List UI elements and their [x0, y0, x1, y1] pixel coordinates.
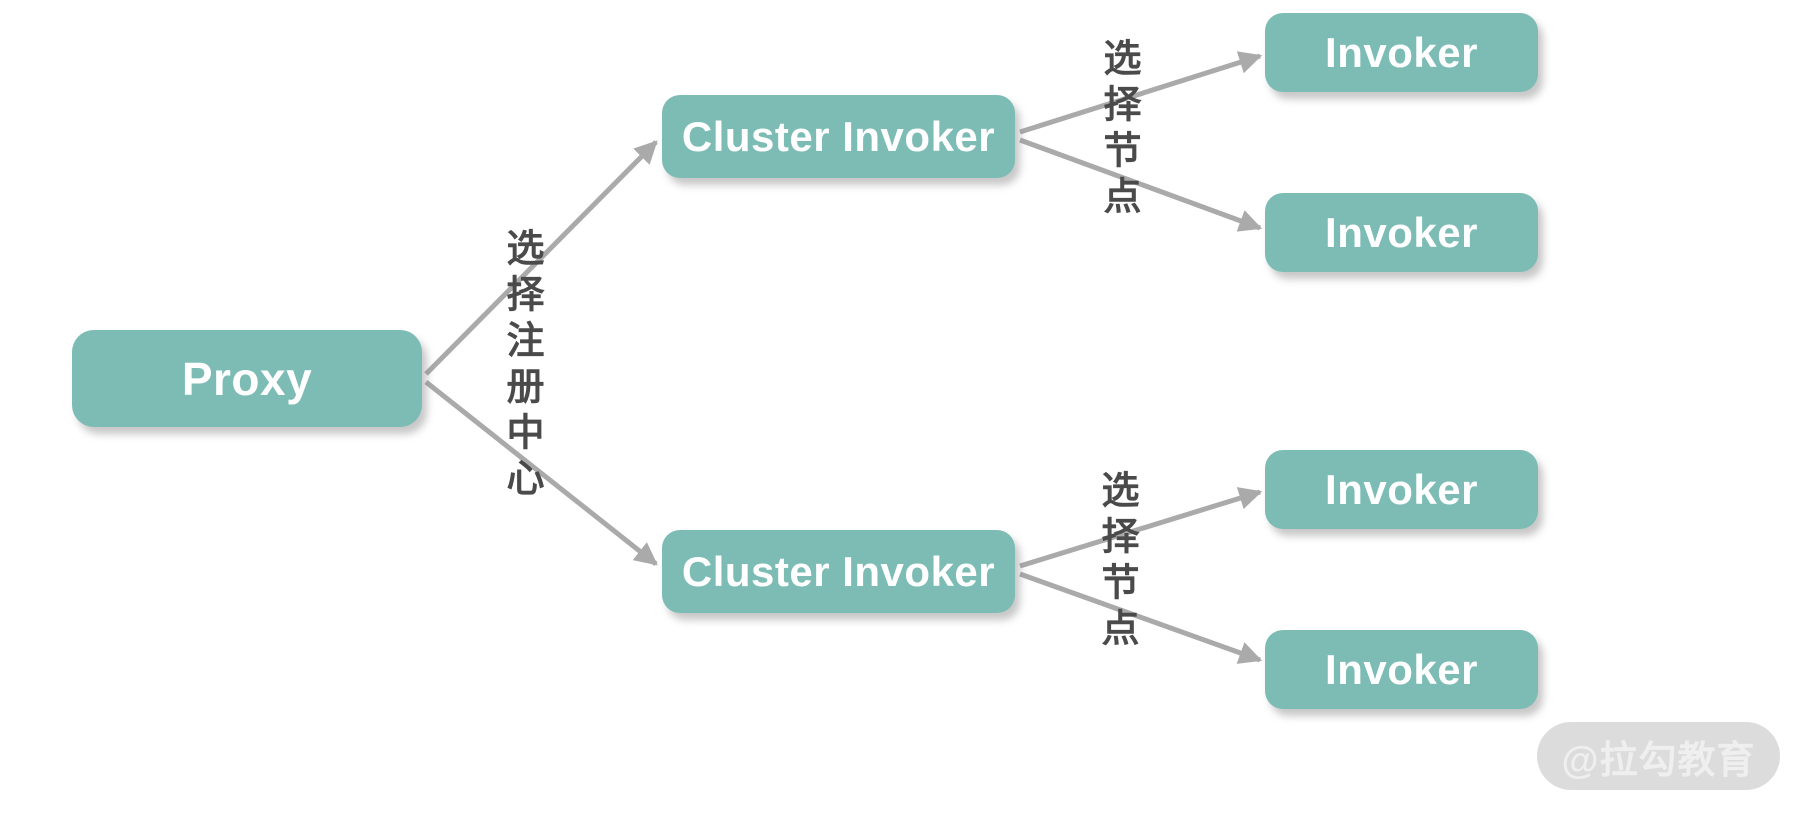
cluster-invoker-top-node: Cluster Invoker [662, 95, 1015, 178]
edge-label-select-node-top: 选择节点 [1097, 38, 1139, 222]
edge-label-select-node-bottom: 选择节点 [1095, 470, 1137, 654]
cluster-invoker-top-label: Cluster Invoker [681, 112, 996, 160]
edge-proxy-to-cluster-top [424, 140, 658, 376]
invoker-node-3: Invoker [1265, 450, 1538, 529]
invoker-node-3-label: Invoker [1325, 465, 1478, 513]
edge-cluster-bottom-to-invoker-4 [1019, 571, 1263, 664]
edge-proxy-to-cluster-bottom [424, 380, 658, 566]
watermark-badge: @拉勾教育 [1537, 722, 1780, 790]
invoker-node-4-label: Invoker [1325, 645, 1478, 693]
invoker-node-2-label: Invoker [1325, 208, 1478, 256]
invoker-node-4: Invoker [1265, 630, 1538, 709]
invoker-node-2: Invoker [1265, 193, 1538, 272]
edge-cluster-bottom-to-invoker-3 [1019, 487, 1263, 569]
invoker-node-1-label: Invoker [1325, 28, 1478, 76]
invoker-node-1: Invoker [1265, 13, 1538, 92]
watermark-text: @拉勾教育 [1561, 739, 1756, 782]
edge-cluster-top-to-invoker-2 [1019, 137, 1263, 232]
cluster-invoker-bottom-label: Cluster Invoker [681, 547, 996, 595]
edge-label-select-registry: 选择注册中心 [500, 228, 542, 504]
proxy-node-label: Proxy [181, 352, 313, 405]
cluster-invoker-bottom-node: Cluster Invoker [662, 530, 1015, 613]
edge-cluster-top-to-invoker-1 [1019, 51, 1263, 135]
proxy-node: Proxy [72, 330, 422, 427]
